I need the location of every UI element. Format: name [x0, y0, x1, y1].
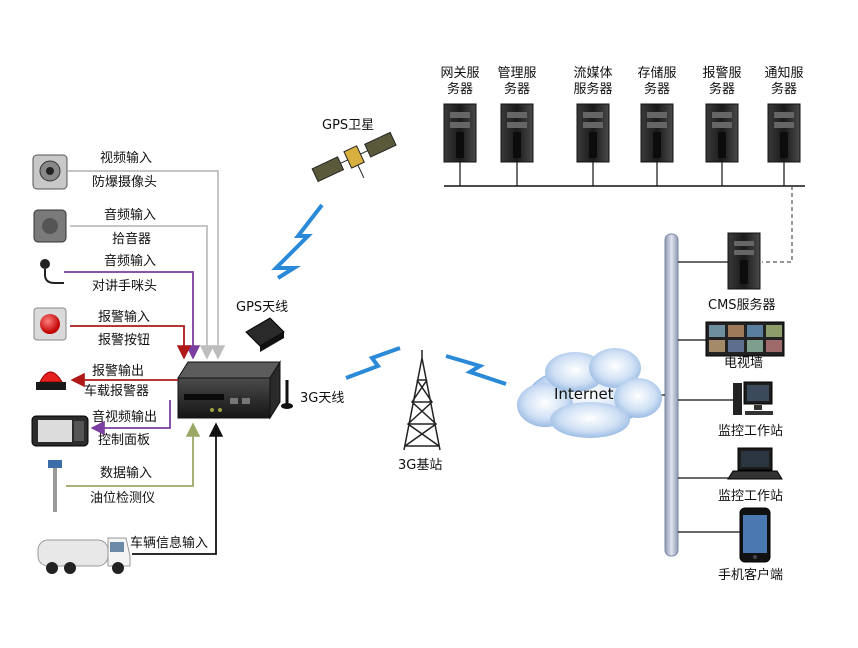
handmic-input-line — [64, 271, 201, 360]
alarm-out-top-label: 报警输出 — [92, 364, 145, 379]
server-alarm — [705, 103, 739, 163]
av-output-line — [90, 400, 171, 436]
workstation-2-label: 监控工作站 — [718, 489, 784, 504]
truck-label: 车辆信息输入 — [130, 536, 209, 551]
server-bus-drops — [459, 162, 785, 186]
handmic-top-label: 音频输入 — [104, 254, 157, 269]
oil-top-label: 数据输入 — [100, 466, 153, 481]
mobile-phone — [739, 507, 771, 563]
gps-satellite — [311, 131, 397, 183]
server-notify-label: 通知服务器 — [764, 66, 804, 97]
alarm-out-bottom-label: 车载报警器 — [84, 384, 150, 399]
video-wall-label: 电视墙 — [724, 356, 764, 371]
control-panel-device — [31, 415, 89, 447]
workstation-desktop — [733, 381, 773, 415]
server-notify — [767, 103, 801, 163]
cms-dashed-link — [762, 186, 793, 263]
mic-bottom-label: 拾音器 — [112, 232, 152, 247]
gps-satellite-label: GPS卫星 — [322, 118, 375, 133]
mobile-client-label: 手机客户端 — [718, 568, 784, 583]
lightning-3g-left — [345, 346, 401, 380]
workstation-1-label: 监控工作站 — [718, 424, 784, 439]
cms-server — [727, 232, 761, 290]
server-streaming-label: 流媒体服务器 — [573, 66, 613, 97]
camera-top-label: 视频输入 — [100, 151, 153, 166]
3g-antenna-label: 3G天线 — [300, 391, 345, 406]
truck-device — [37, 537, 131, 574]
handmic-bottom-label: 对讲手咪头 — [92, 279, 158, 294]
3g-base-station-label: 3G基站 — [398, 458, 443, 473]
lightning-satellite — [271, 203, 324, 280]
alarm-button-device — [33, 307, 67, 341]
server-gateway — [443, 103, 477, 163]
oil-bottom-label: 油位检测仪 — [90, 491, 156, 506]
alarm-siren-device — [36, 371, 66, 390]
server-alarm-label: 报警服务器 — [702, 66, 742, 97]
video-wall — [705, 321, 785, 357]
alarm-btn-bottom-label: 报警按钮 — [98, 333, 151, 348]
network-bus — [664, 233, 679, 557]
panel-top-label: 音视频输出 — [92, 410, 158, 425]
gps-antenna — [245, 317, 285, 352]
oil-sensor-device — [48, 460, 62, 512]
mic-device — [33, 209, 67, 243]
camera-device — [32, 154, 68, 190]
audio-input-line — [70, 225, 215, 360]
gps-antenna-label: GPS天线 — [236, 300, 289, 315]
camera-bottom-label: 防爆摄像头 — [92, 175, 158, 190]
video-input-line — [68, 170, 226, 360]
internet-cloud — [517, 348, 662, 438]
data-input-line — [66, 422, 201, 487]
server-gateway-label: 网关服务器 — [440, 66, 480, 97]
mic-top-label: 音频输入 — [104, 208, 157, 223]
mobile-dvr — [177, 360, 281, 420]
server-storage-label: 存储服务器 — [637, 66, 677, 97]
server-storage — [640, 103, 674, 163]
vehicle-info-line — [132, 422, 224, 555]
3g-tower — [403, 350, 441, 451]
cms-server-label: CMS服务器 — [708, 298, 776, 313]
alarm-btn-top-label: 报警输入 — [98, 310, 151, 325]
server-streaming — [576, 103, 610, 163]
alarm-input-line — [70, 325, 192, 360]
3g-antenna — [281, 380, 293, 409]
internet-label: Internet — [554, 385, 614, 403]
workstation-laptop — [727, 447, 783, 480]
lightning-3g-right — [445, 354, 507, 386]
server-management — [500, 103, 534, 163]
server-management-label: 管理服务器 — [497, 66, 537, 97]
panel-bottom-label: 控制面板 — [98, 433, 151, 448]
handmic-device — [40, 259, 64, 284]
